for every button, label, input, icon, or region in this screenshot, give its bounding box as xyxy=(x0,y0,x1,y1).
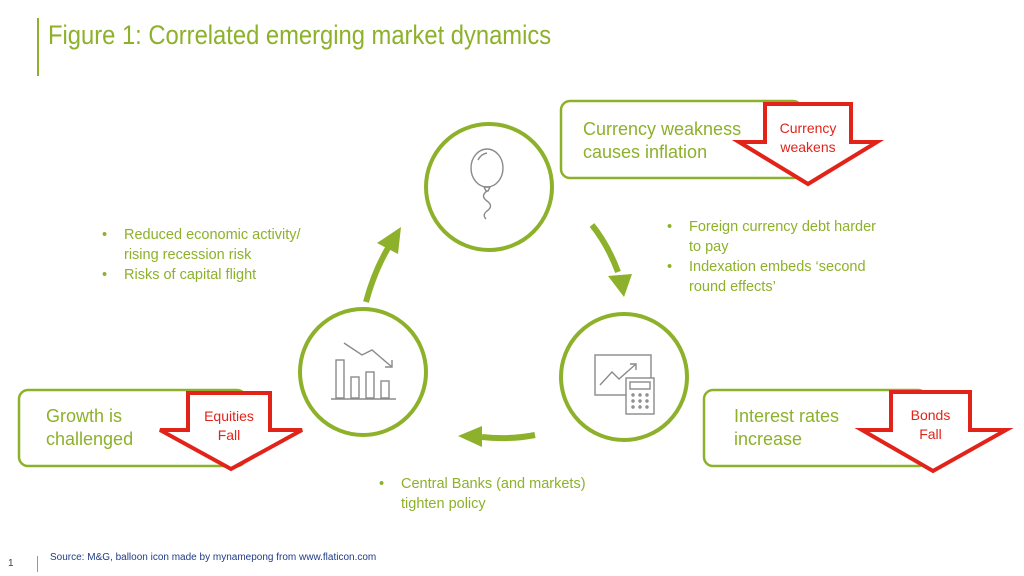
equities-arrow-label: Equities Fall xyxy=(204,408,254,443)
interest-box-text: Interest rates increase xyxy=(734,406,840,449)
cycle-arrow-left-head xyxy=(377,227,401,254)
cycle-arrow-bottom xyxy=(481,432,536,442)
bonds-arrow-label: Bonds Fall xyxy=(910,407,951,442)
left-circle xyxy=(298,307,428,437)
currency-arrow-label: Currency weakens xyxy=(779,120,837,155)
bullet-item: Central Banks (and markets) tighten poli… xyxy=(377,474,586,514)
cycle-arrow-right-head xyxy=(608,274,632,297)
bottom-bullets: Central Banks (and markets) tighten poli… xyxy=(377,474,586,514)
page-title: Figure 1: Correlated emerging market dyn… xyxy=(48,20,552,50)
title-accent-bar xyxy=(37,18,39,76)
calculator-chart-icon xyxy=(594,354,655,415)
top-left-bullets: Reduced economic activity/ rising recess… xyxy=(100,225,301,285)
bullet-item: Risks of capital flight xyxy=(100,265,301,285)
balloon-icon xyxy=(470,148,504,220)
cycle-arrow-left xyxy=(363,246,391,303)
bonds-down-arrow xyxy=(854,390,1014,474)
right-circle xyxy=(559,312,689,442)
bullet-item: Foreign currency debt harder to pay xyxy=(665,217,876,257)
bullet-item: Indexation embeds ‘second round effects’ xyxy=(665,257,876,297)
cycle-arrow-bottom-head xyxy=(458,426,482,447)
equities-down-arrow xyxy=(159,391,303,472)
falling-bar-chart-icon xyxy=(331,342,396,400)
page-number: 1 xyxy=(8,558,14,569)
top-circle xyxy=(424,122,554,252)
growth-box-text: Growth is challenged xyxy=(46,406,134,449)
currency-down-arrow xyxy=(731,102,885,187)
source-note: Source: M&G, balloon icon made by myname… xyxy=(50,552,377,563)
currency-box-text: Currency weakness causes inflation xyxy=(583,119,742,162)
cycle-arrow-right xyxy=(589,223,621,274)
bullet-item: Reduced economic activity/ rising recess… xyxy=(100,225,301,265)
top-right-bullets: Foreign currency debt harder to pay Inde… xyxy=(665,217,876,297)
footer-accent-bar xyxy=(37,556,38,572)
